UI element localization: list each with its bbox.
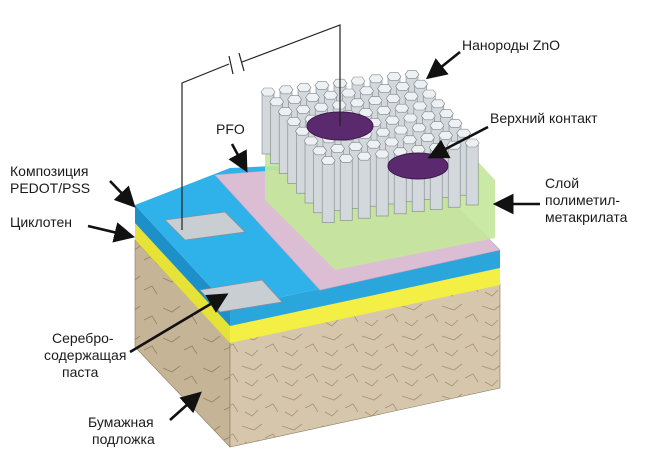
- nanorod-cap: [421, 111, 436, 121]
- nanorod: [375, 153, 389, 217]
- nanorod-cap: [313, 102, 329, 112]
- nanorod-cap: [341, 88, 356, 98]
- label-zno-nanorods: Нанороды ZnO: [462, 37, 560, 53]
- label-pedot-line2: PEDOT/PSS: [10, 180, 90, 196]
- nanorod-cap: [439, 109, 454, 118]
- nanorod-cap: [330, 144, 345, 153]
- nanorod: [321, 160, 335, 223]
- label-pmma-line2: полиметил-: [545, 192, 620, 208]
- arrow-silver-paste: [129, 293, 229, 354]
- arrow-cyclotene: [87, 222, 136, 243]
- nanorod-cap: [375, 127, 391, 137]
- nanorod-cap: [377, 84, 392, 93]
- top-contact-right: [387, 152, 449, 180]
- arrow-paper-substrate: [169, 391, 202, 421]
- nanorod-cap: [438, 131, 453, 140]
- annotations: Нанороды ZnO Верхний контакт PFO Компози…: [10, 37, 628, 447]
- nanorod-cap: [314, 81, 330, 90]
- nanorod-cap: [392, 147, 408, 157]
- nanorod-cap: [376, 106, 392, 115]
- nanorod-cap: [305, 93, 320, 102]
- nanorod-cap: [260, 87, 276, 97]
- arrow-top-contact: [427, 125, 489, 159]
- label-pmma-line1: Слой: [545, 175, 579, 191]
- nanorod-cap: [402, 135, 417, 145]
- nanorod-cap: [287, 95, 302, 104]
- label-top-contact: Верхний контакт: [490, 110, 598, 126]
- nanorod-cap: [366, 139, 381, 149]
- nanorod-cap: [323, 90, 338, 100]
- nanorod-cap: [295, 105, 311, 114]
- nanorod-cap: [464, 138, 480, 148]
- nanorod-cap: [348, 142, 363, 151]
- nanorod-cap: [338, 154, 354, 163]
- nanorod-cap: [286, 117, 302, 126]
- nanorod-cap: [359, 86, 374, 96]
- nanorod-cap: [374, 149, 390, 159]
- nanorod-cap: [384, 137, 399, 147]
- nanorod-cap: [420, 133, 435, 142]
- arrow-zno-nanorods: [425, 50, 461, 80]
- nanorod: [447, 144, 461, 208]
- label-pedot-line1: Композиция: [10, 163, 88, 179]
- nanorod-cap: [412, 101, 428, 111]
- nanorod-cap: [394, 103, 410, 113]
- nanorod-cap: [385, 94, 401, 103]
- nanorod-cap: [303, 136, 319, 146]
- label-silver-line1: Серебро-: [52, 330, 114, 346]
- label-pfo: PFO: [216, 121, 245, 137]
- nanorod-cap: [403, 113, 418, 123]
- nanorod-cap: [356, 151, 372, 161]
- nanorod-cap: [269, 97, 284, 107]
- nanorod-cap: [447, 119, 463, 128]
- nanorod-cap: [349, 98, 365, 108]
- nanorod-cap: [350, 76, 366, 86]
- nanorod-cap: [413, 79, 428, 89]
- arrow-pedot: [109, 180, 136, 208]
- nanorod-cap: [421, 89, 437, 99]
- nanorod-cap: [385, 115, 400, 125]
- nanorod-cap: [411, 123, 427, 133]
- nanorod-cap: [404, 70, 420, 79]
- cyclotene-layer-right: [230, 268, 500, 343]
- label-silver-line3: паста: [62, 364, 99, 380]
- label-pmma-line3: метакрилата: [545, 209, 628, 225]
- label-paper-line1: Бумажная: [88, 414, 154, 430]
- nanorod-cap: [277, 107, 293, 116]
- nanorod-cap: [367, 96, 383, 105]
- nanorod-cap: [410, 145, 426, 154]
- nanorod: [357, 155, 371, 219]
- nanorod-cap: [430, 99, 446, 109]
- nanorod-cap: [331, 100, 347, 110]
- nanorod-cap: [386, 72, 402, 81]
- circuit-wire: [181, 24, 341, 230]
- nanorod-cap: [312, 146, 327, 156]
- arrow-pfo: [228, 143, 248, 173]
- label-cyclotene: Циклотен: [10, 214, 72, 230]
- nanorod-cap: [395, 82, 410, 91]
- nanorod-cap: [278, 85, 294, 95]
- silver-paste-pad-upper: [164, 211, 246, 241]
- nanorod-cap: [296, 83, 312, 92]
- nanorod-cap: [403, 91, 419, 101]
- nanorod-cap: [393, 125, 409, 135]
- nanorod: [339, 158, 353, 221]
- label-paper-line2: подложка: [92, 431, 155, 447]
- label-silver-line2: содержащая: [44, 347, 126, 363]
- nanorod-cap: [368, 74, 384, 84]
- nanorod-cap: [429, 121, 445, 130]
- nanorod-cap: [320, 156, 336, 165]
- nanorod-cap: [456, 128, 471, 138]
- pedot-layer-right: [230, 250, 500, 326]
- nanorod: [465, 142, 479, 206]
